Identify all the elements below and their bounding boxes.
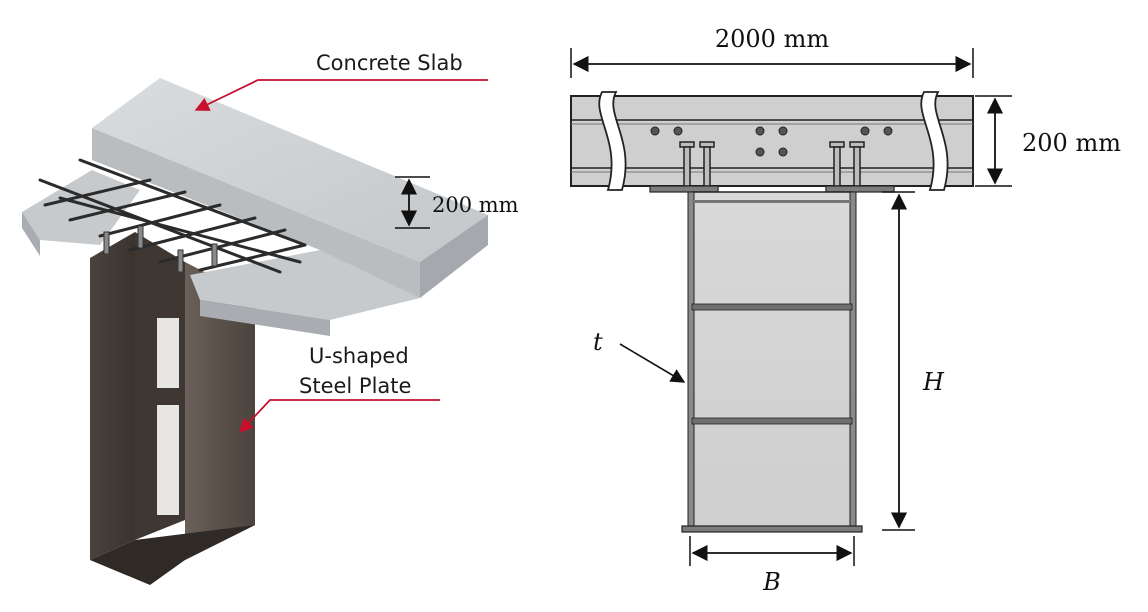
slab-width-label: 2000 mm [715,25,829,53]
slab-thickness-label-right: 200 mm [1022,129,1121,157]
slab-thickness-dimension-left [395,176,430,229]
slab-rebar-dots [650,126,893,157]
elevation-shear-studs [679,141,865,187]
width-symbol: B [762,568,781,596]
top-flange-left [649,185,719,193]
slab-break-right [920,91,949,191]
slab-thickness-label-left: 200 mm [432,193,519,217]
steel-plate-left-face [90,232,135,560]
concrete-slab-label: Concrete Slab [316,51,463,75]
plate-label-line2: Steel Plate [299,374,411,398]
slab-break-left [598,91,627,191]
steel-plate-slot-upper [157,318,179,388]
slab-elevation [570,91,974,191]
steel-plate-front-face [185,262,255,560]
steel-plate-bottom [90,525,255,585]
concrete-slab-top [92,78,488,262]
thickness-symbol: t [593,328,603,356]
concrete-slab-ledge-right [190,250,420,320]
shear-studs [103,225,218,273]
rebar-grid [38,158,307,274]
concrete-slab-ledge-right-edge [200,300,330,336]
top-flange-right [825,185,895,193]
height-symbol: H [922,368,945,396]
isometric-view: 200 mm Concrete Slab U-shaped Steel Plat… [22,51,519,585]
elevation-view: 2000 mm [570,25,1121,596]
concrete-slab-leader [194,79,488,111]
plate-leader [239,399,440,434]
plate-label-line1: U-shaped [309,344,409,368]
concrete-slab-side [420,215,488,298]
steel-plate-slot-lower [157,405,179,515]
thickness-pointer [619,343,686,383]
concrete-slab-front [92,128,420,298]
concrete-slab-ledge-left-edge [22,212,40,256]
steel-web [681,191,863,533]
